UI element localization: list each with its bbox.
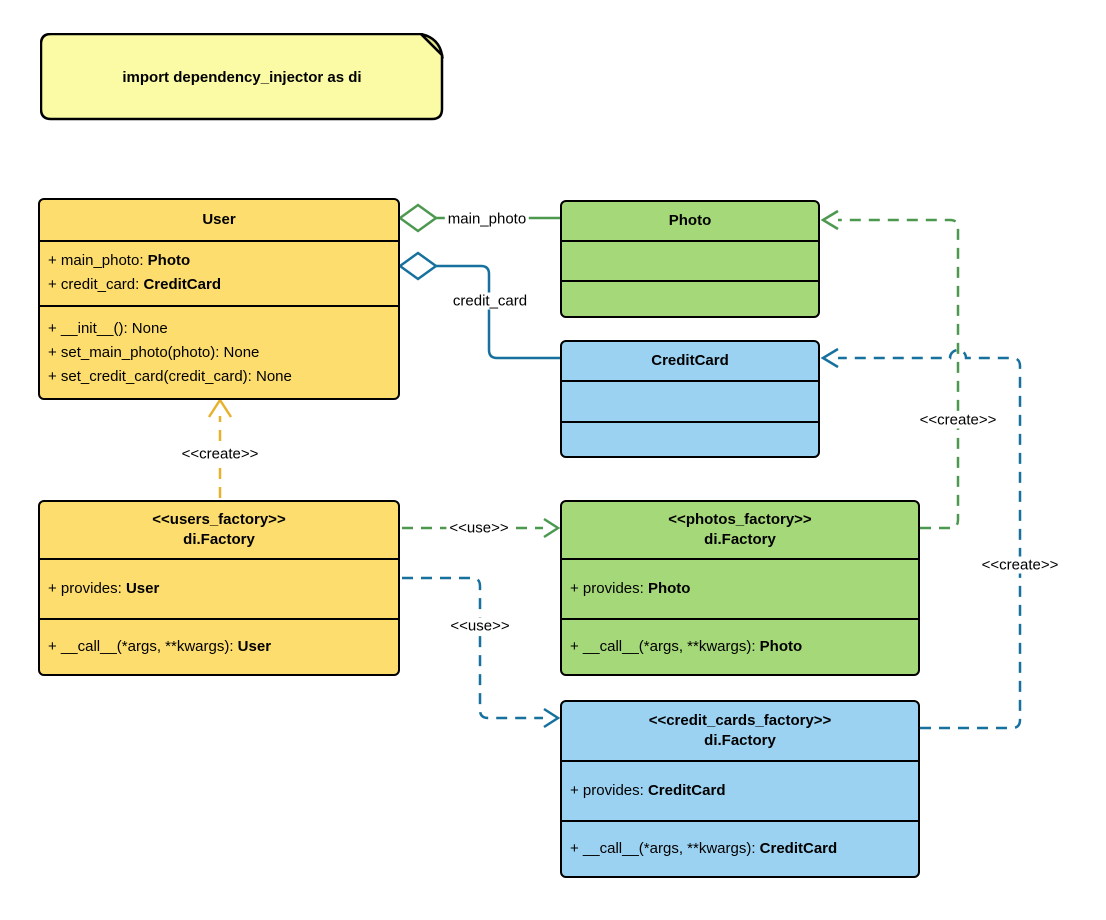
class-credit-card-name: CreditCard	[651, 352, 729, 369]
arrowhead-use-credit-cards-icon	[543, 707, 561, 729]
class-users-factory[interactable]: <<users_factory>> di.Factory + provides:…	[38, 500, 400, 676]
class-credit-cards-factory-name: di.Factory	[704, 732, 776, 749]
edge-use-credit-cards	[402, 576, 543, 720]
label-main-photo: main_photo	[444, 210, 530, 228]
arrowhead-create-user-icon	[207, 397, 233, 418]
aggregation-diamond-main-photo-icon	[397, 203, 439, 233]
class-credit-card-methods	[562, 421, 818, 456]
attribute-provides-photo: + provides: Photo	[570, 580, 691, 597]
class-user-methods: + __init__(): None + set_main_photo(phot…	[40, 305, 398, 398]
class-credit-cards-factory-methods: + __call__(*args, **kwargs): CreditCard	[562, 820, 918, 876]
class-photos-factory[interactable]: <<photos_factory>> di.Factory + provides…	[560, 500, 920, 676]
class-user-name: User	[202, 211, 236, 228]
class-credit-cards-factory-attributes: + provides: CreditCard	[562, 760, 918, 820]
edge-create-photo	[838, 218, 960, 530]
class-photos-factory-attributes: + provides: Photo	[562, 558, 918, 618]
note-import[interactable]: import dependency_injector as di	[40, 33, 444, 121]
class-users-factory-methods: + __call__(*args, **kwargs): User	[40, 618, 398, 674]
attribute-main-photo: + main_photo: Photo	[48, 252, 191, 269]
arrowhead-create-credit-card-icon	[820, 347, 839, 369]
method-call-credit-card: + __call__(*args, **kwargs): CreditCard	[570, 840, 838, 857]
class-credit-cards-factory-header: <<credit_cards_factory>> di.Factory	[562, 702, 918, 760]
aggregation-diamond-credit-card-icon	[397, 251, 439, 281]
method-call-user: + __call__(*args, **kwargs): User	[48, 638, 272, 655]
class-users-factory-header: <<users_factory>> di.Factory	[40, 502, 398, 558]
note-fold-icon	[418, 33, 444, 59]
class-photo-methods	[562, 280, 818, 316]
method-set-main-photo: + set_main_photo(photo): None	[48, 344, 260, 361]
class-credit-cards-factory[interactable]: <<credit_cards_factory>> di.Factory + pr…	[560, 700, 920, 878]
attribute-provides-credit-card: + provides: CreditCard	[570, 782, 726, 799]
label-create-credit-card: <<create>>	[978, 556, 1062, 574]
label-use-photos: <<use>>	[446, 519, 512, 537]
attribute-provides-user: + provides: User	[48, 580, 160, 597]
label-create-user: <<create>>	[178, 445, 262, 463]
class-credit-card-attributes	[562, 380, 818, 421]
label-credit-card: credit_card	[449, 292, 531, 310]
arrowhead-create-photo-icon	[820, 209, 839, 231]
class-photo-name: Photo	[668, 212, 712, 229]
method-set-credit-card: + set_credit_card(credit_card): None	[48, 368, 292, 385]
edge-credit-card	[436, 264, 560, 360]
class-users-factory-name: di.Factory	[183, 531, 255, 548]
class-photos-factory-name: di.Factory	[704, 531, 776, 548]
class-photos-factory-header: <<photos_factory>> di.Factory	[562, 502, 918, 558]
class-user-attributes: + main_photo: Photo + credit_card: Credi…	[40, 240, 398, 305]
class-photos-factory-methods: + __call__(*args, **kwargs): Photo	[562, 618, 918, 674]
class-users-factory-attributes: + provides: User	[40, 558, 398, 618]
class-credit-card[interactable]: CreditCard	[560, 340, 820, 458]
method-init: + __init__(): None	[48, 320, 168, 337]
attribute-credit-card: + credit_card: CreditCard	[48, 276, 221, 293]
label-use-credit-cards: <<use>>	[447, 617, 513, 635]
class-credit-cards-factory-stereotype: <<credit_cards_factory>>	[648, 712, 832, 729]
class-photo-attributes	[562, 240, 818, 280]
arrowhead-use-photos-icon	[543, 517, 561, 539]
note-shape-icon	[40, 33, 444, 121]
label-create-photo: <<create>>	[916, 411, 1000, 429]
class-photo[interactable]: Photo	[560, 200, 820, 318]
class-users-factory-stereotype: <<users_factory>>	[152, 511, 286, 528]
class-user[interactable]: User + main_photo: Photo + credit_card: …	[38, 198, 400, 400]
note-text: import dependency_injector as di	[122, 68, 362, 86]
method-call-photo: + __call__(*args, **kwargs): Photo	[570, 638, 803, 655]
class-photos-factory-stereotype: <<photos_factory>>	[668, 511, 812, 528]
